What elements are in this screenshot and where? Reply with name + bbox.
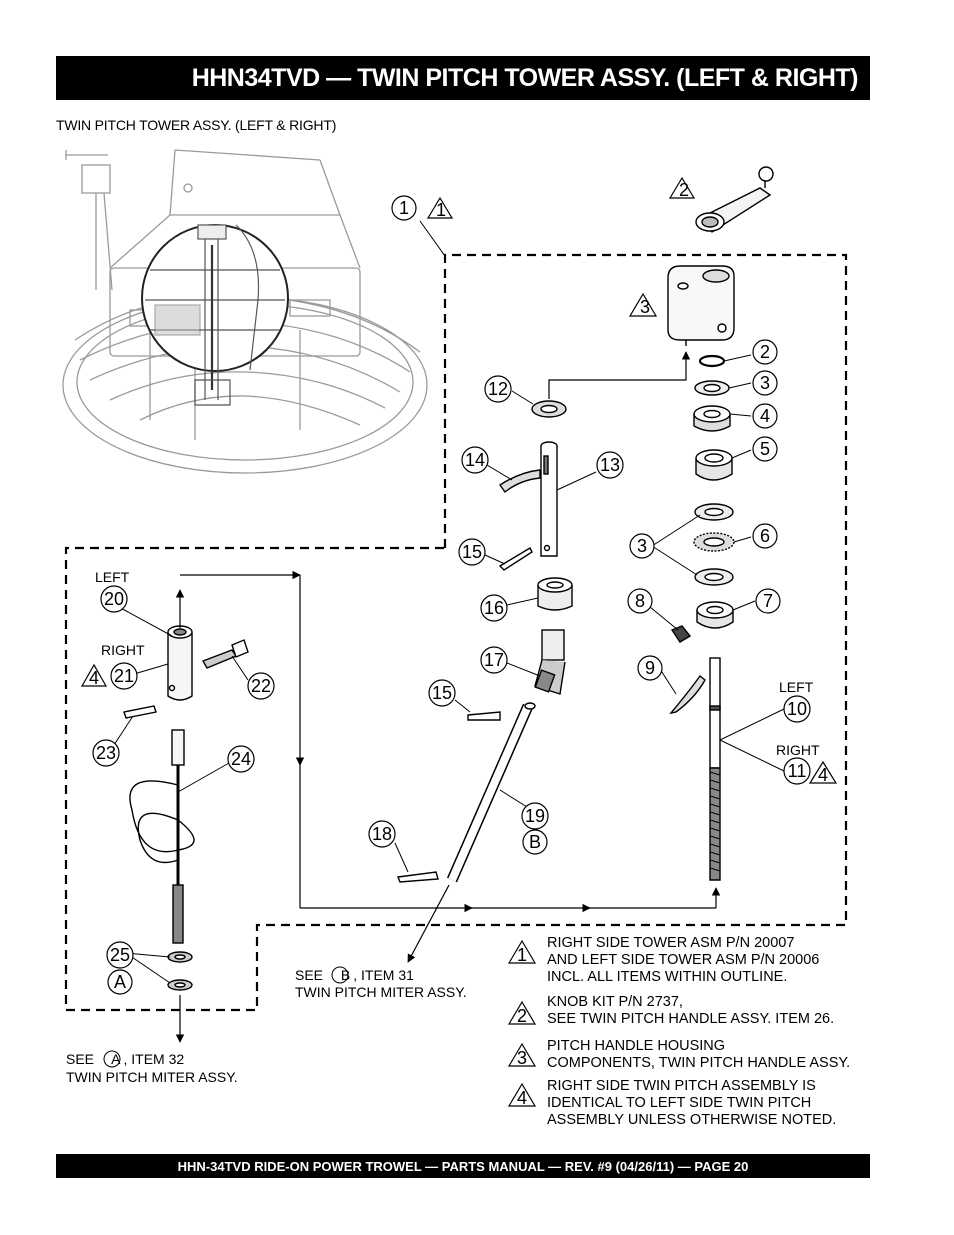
middle-column-parts (397, 400, 573, 883)
callout-10: 10 (787, 699, 807, 719)
notes-text: RIGHT SIDE TOWER ASM P/N 20007 AND LEFT … (547, 935, 850, 1128)
note-2-number: 2 (517, 1006, 527, 1026)
callout-14: 14 (465, 450, 485, 470)
triangle-note-4b: 4 (818, 765, 828, 785)
callout-B: B (529, 832, 541, 852)
triangle-note-2: 2 (679, 180, 689, 200)
page-title: HHN34TVD — TWIN PITCH TOWER ASSY. (LEFT … (191, 63, 859, 92)
section-subtitle: TWIN PITCH TOWER ASSY. (LEFT & RIGHT) (56, 117, 337, 133)
callout-5: 5 (760, 439, 770, 459)
callout-2: 2 (760, 342, 770, 362)
callout-22: 22 (251, 676, 271, 696)
note-3-line-2: COMPONENTS, TWIN PITCH HANDLE ASSY. (547, 1055, 850, 1071)
triangle-note-3: 3 (640, 297, 650, 317)
tower-assembly-outline (64, 253, 848, 1012)
note-4-line-2: IDENTICAL TO LEFT SIDE TWIN PITCH (547, 1095, 811, 1111)
note-1-line-1: RIGHT SIDE TOWER ASM P/N 20007 (547, 935, 794, 951)
ref-letter-a: A (111, 1051, 121, 1067)
callout-15b: 15 (432, 683, 452, 703)
note-4-line-3: ASSEMBLY UNLESS OTHERWISE NOTED. (547, 1112, 836, 1128)
callout-21: 21 (114, 666, 134, 686)
callout-19: 19 (525, 806, 545, 826)
note-2-line-2: SEE TWIN PITCH HANDLE ASSY. ITEM 26. (547, 1011, 834, 1027)
callout-8: 8 (635, 591, 645, 611)
callout-11: 11 (788, 761, 807, 781)
svg-text:SEE B, ITEM 31: SEE B, ITEM 31 (295, 967, 414, 983)
svg-text:SEE A, ITEM 32: SEE A, ITEM 32 (66, 1051, 184, 1067)
note-1-line-3: INCL. ALL ITEMS WITHIN OUTLINE. (547, 969, 787, 985)
flow-lines (175, 351, 721, 1043)
footer-bar: HHN-34TVD RIDE-ON POWER TROWEL — PARTS M… (56, 1154, 870, 1178)
page-title-bar: HHN34TVD — TWIN PITCH TOWER ASSY. (LEFT … (56, 56, 870, 100)
leader-lines (111, 354, 785, 984)
label-right-b: RIGHT (776, 742, 820, 758)
callout-16: 16 (484, 598, 504, 618)
callout-labels: 1 1 2 3 2 3 4 5 6 7 3 8 9 10 11 4 12 14 … (89, 180, 828, 992)
note-2-line-1: KNOB KIT P/N 2737, (547, 994, 683, 1010)
ref-a-line2: TWIN PITCH MITER ASSY. (66, 1069, 238, 1085)
callout-12: 12 (488, 379, 508, 399)
callout-6: 6 (760, 526, 770, 546)
callout-4: 4 (760, 406, 770, 426)
callout-1: 1 (399, 198, 409, 218)
right-stack-parts (669, 354, 735, 881)
ref-letter-b: B (341, 967, 350, 983)
callout-18: 18 (372, 824, 392, 844)
note-triangles (80, 176, 838, 1107)
callout-9: 9 (645, 658, 655, 678)
pitch-housing-part (667, 265, 735, 346)
left-column-parts (123, 625, 249, 991)
callout-3b: 3 (637, 536, 647, 556)
label-left-b: LEFT (779, 679, 814, 695)
callout-13: 13 (600, 455, 620, 475)
label-right-a: RIGHT (101, 642, 145, 658)
callout-24: 24 (231, 749, 251, 769)
callout-circles (92, 195, 811, 995)
triangle-note-4a: 4 (89, 668, 99, 688)
callout-3: 3 (760, 373, 770, 393)
zoom-detail-circle (141, 224, 289, 406)
callout-7: 7 (763, 591, 773, 611)
side-labels: LEFT RIGHT LEFT RIGHT (95, 569, 820, 758)
note-3-number: 3 (517, 1048, 527, 1068)
note-1-line-2: AND LEFT SIDE TOWER ASM P/N 20006 (547, 952, 819, 968)
callout-17: 17 (484, 650, 504, 670)
triangle-note-1: 1 (436, 200, 446, 220)
notes-block: 1 2 3 4 (517, 945, 527, 1108)
callout-A: A (114, 972, 126, 992)
callout-25: 25 (110, 945, 130, 965)
note-4-number: 4 (517, 1088, 527, 1108)
reference-see-a: SEE A, ITEM 32 TWIN PITCH MITER ASSY. (66, 1050, 238, 1085)
label-left-a: LEFT (95, 569, 130, 585)
footer-text: HHN-34TVD RIDE-ON POWER TROWEL — PARTS M… (177, 1158, 749, 1174)
note-1-number: 1 (517, 945, 527, 965)
handle-crank-part (695, 166, 774, 233)
callout-20: 20 (104, 589, 124, 609)
reference-see-b: SEE B, ITEM 31 TWIN PITCH MITER ASSY. (295, 966, 467, 1000)
note-4-line-1: RIGHT SIDE TWIN PITCH ASSEMBLY IS (547, 1078, 816, 1094)
callout-15a: 15 (462, 542, 482, 562)
callout-23: 23 (96, 743, 116, 763)
ref-b-line2: TWIN PITCH MITER ASSY. (295, 984, 467, 1000)
note-3-line-1: PITCH HANDLE HOUSING (547, 1038, 725, 1054)
